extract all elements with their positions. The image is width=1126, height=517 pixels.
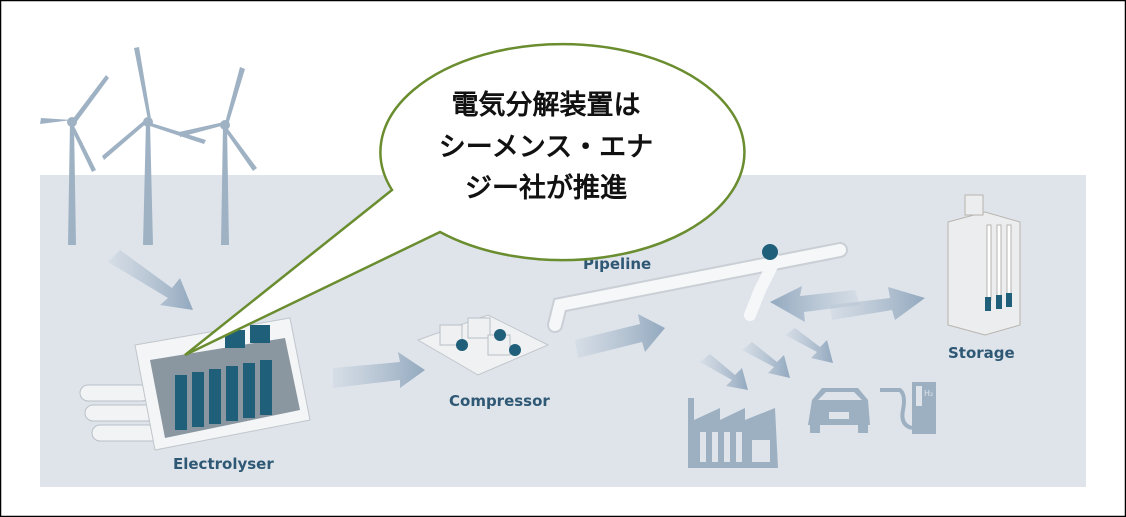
- flow-arrows: [108, 250, 925, 390]
- arrow-to-industry: [700, 354, 748, 390]
- storage-tank-icon: [947, 194, 1021, 336]
- arrow-storage-to-pipeline: [770, 286, 860, 322]
- arrow-pipeline-to-storage: [830, 287, 925, 320]
- label-compressor: Compressor: [449, 392, 550, 410]
- label-pipeline: Pipeline: [583, 255, 651, 273]
- electrolyser-icon: [79, 317, 311, 451]
- factory-icon: [688, 398, 778, 468]
- wind-turbine-icon: [179, 67, 257, 245]
- callout-line-1: 電気分解装置は: [452, 89, 641, 121]
- wind-turbine-icon: [102, 47, 206, 245]
- arrow-wind-to-electrolyser: [108, 250, 193, 310]
- pipeline-icon: [547, 242, 848, 333]
- callout-line-2: シーメンス・エナ: [439, 132, 653, 163]
- label-storage: Storage: [948, 344, 1015, 362]
- arrow-compressor-to-pipeline: [575, 314, 665, 358]
- arrow-to-mobility: [785, 328, 833, 363]
- arrow-electrolyser-to-compressor: [333, 352, 425, 388]
- label-electrolyser: Electrolyser: [173, 455, 274, 473]
- hydrogen-fuel-pump-icon: H₂: [880, 382, 936, 434]
- speech-bubble-callout: 電気分解装置は シーメンス・エナ ジー社が推進: [184, 42, 746, 357]
- car-icon: [808, 388, 870, 433]
- arrow-to-industry-2: [742, 342, 790, 378]
- h2-label: H₂: [924, 389, 933, 398]
- callout-line-3: ジー社が推進: [465, 172, 627, 204]
- compressor-icon: [416, 314, 550, 376]
- wind-turbine-icon: [40, 75, 109, 245]
